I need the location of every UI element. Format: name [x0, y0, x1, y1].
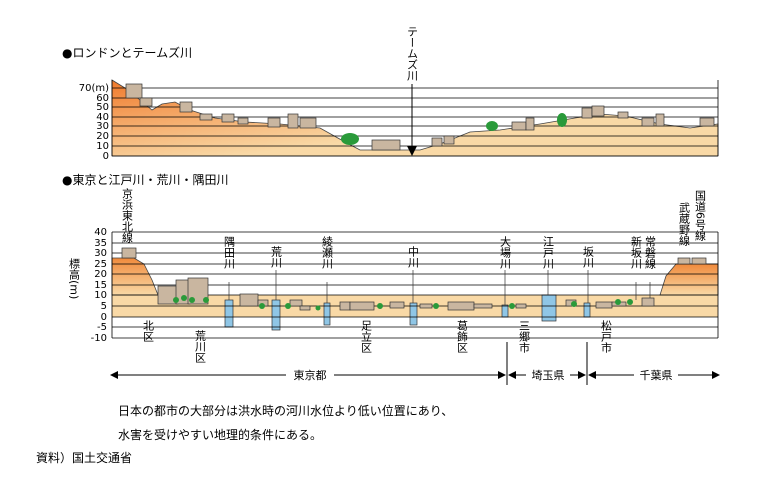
tokyo-tick: 30 [94, 248, 107, 259]
london-tick: 50 [96, 102, 109, 113]
label-sumida-river: 隅田川 [223, 236, 236, 269]
city-misato: 三郷市 [518, 320, 531, 354]
tokyo-hill-east [659, 263, 719, 296]
london-trees [341, 113, 567, 145]
source-note: 資料）国土交通省 [36, 451, 133, 465]
tokyo-tick: 10 [94, 290, 107, 301]
london-tick: 40 [96, 112, 109, 123]
london-tick: 10 [96, 141, 109, 152]
caption-line-1: 日本の都市の大部分は洪水時の河川水位より低い位置にあり、 [118, 404, 454, 418]
ward-katsushika: 葛飾区 [456, 320, 469, 353]
region-saitama: 埼玉県 [532, 368, 565, 382]
label-keihin-tohoku-line: 京浜東北線 [121, 187, 134, 243]
caption-line-2: 水害を受けやすい地理的条件にある。 [118, 428, 323, 442]
london-heading: ●ロンドンとテームズ川 [62, 45, 192, 60]
label-musashino-line: 武蔵野線 [678, 202, 691, 246]
region-labels: 東京都 埼玉県 千葉県 [286, 367, 678, 382]
tokyo-buildings [121, 247, 707, 311]
label-arakawa-river: 荒川 [270, 246, 283, 268]
tokyo-tick: 40 [94, 227, 107, 238]
london-buildings [125, 83, 715, 151]
london-axis: 70(m) 60 50 40 30 20 10 0 [79, 83, 109, 162]
tokyo-heading: ●東京と江戸川・荒川・隅田川 [62, 173, 228, 187]
tokyo-tick: 0 [101, 312, 107, 323]
tokyo-ward-labels: 北区 荒川区 足立区 葛飾区 三郷市 松戸市 [142, 319, 613, 363]
tokyo-feature-labels: 京浜東北線 隅田川 荒川 綾瀬川 中川 大場川 江戸川 坂川 新坂川 常磐線 武… [121, 187, 707, 269]
region-arrowheads [110, 371, 720, 379]
ward-kita: 北区 [142, 320, 155, 342]
city-matsudo: 松戸市 [600, 319, 613, 354]
tokyo-tick: 35 [94, 238, 107, 249]
label-joban-line: 常磐線 [644, 236, 657, 269]
label-route-6: 国道6号線 [694, 190, 707, 241]
tokyo-tick: 5 [101, 301, 107, 312]
london-tick: 30 [96, 121, 109, 132]
label-ayase-river: 綾瀬川 [321, 236, 334, 269]
thames-marker-arrow [407, 146, 417, 156]
london-tick: 20 [96, 131, 109, 142]
tokyo-tick: 15 [94, 280, 107, 291]
tokyo-trees [173, 295, 633, 311]
thames-label: テームズ川 [406, 26, 419, 81]
label-naka-river: 中川 [407, 246, 420, 268]
label-shinsaka-river: 新坂川 [630, 235, 643, 269]
tokyo-gridlines [111, 231, 719, 339]
london-tick: 0 [103, 151, 109, 162]
tokyo-hill-west [111, 257, 159, 296]
tokyo-tick: 25 [94, 259, 107, 270]
ward-arakawa: 荒川区 [194, 330, 207, 363]
tokyo-ylabel: 標高(m) [68, 257, 81, 300]
tokyo-river-channels [224, 294, 591, 331]
label-edo-river: 江戸川 [542, 236, 555, 269]
ward-adachi: 足立区 [360, 320, 373, 353]
region-tokyo: 東京都 [294, 368, 327, 382]
london-axis-unit: 70(m) [79, 83, 109, 94]
region-chiba: 千葉県 [640, 368, 673, 382]
tokyo-leader-lines [228, 270, 651, 305]
label-saka-river: 坂川 [582, 246, 595, 268]
tokyo-tick: 20 [94, 269, 107, 280]
tokyo-tick: -10 [91, 333, 107, 344]
tokyo-axis: 40 35 30 25 20 15 10 5 0 -5 -10 [91, 227, 107, 344]
label-oba-river: 大場川 [499, 235, 512, 269]
tokyo-tick: -5 [97, 322, 107, 333]
london-tick: 60 [96, 93, 109, 104]
